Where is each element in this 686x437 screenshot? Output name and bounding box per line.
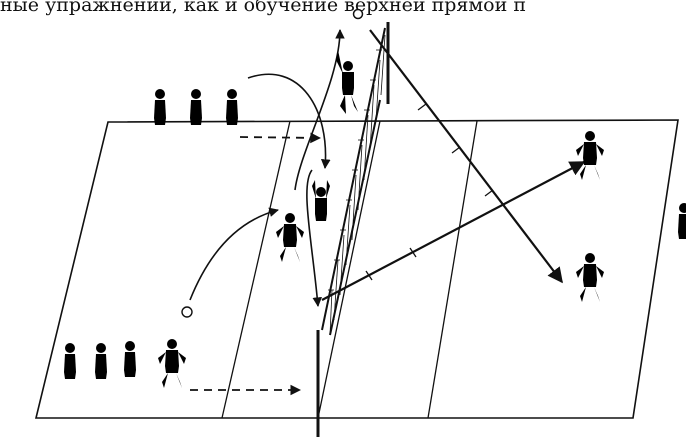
queue-player-top-3 (223, 89, 241, 140)
players (61, 50, 686, 394)
queue-player-top-2 (187, 89, 205, 140)
jumping-spiker (336, 50, 358, 114)
queue-player-bottom-2 (92, 343, 110, 394)
far-court-player-top (576, 131, 604, 180)
passer-player (276, 213, 304, 262)
ball (354, 10, 363, 19)
queue-player-bottom-3 (121, 341, 139, 392)
serving-player (158, 339, 186, 388)
net-mesh (328, 35, 385, 335)
spike-arrow (370, 30, 562, 282)
net-bottom-band (330, 100, 380, 335)
partial-player-edge (675, 203, 686, 254)
queue-player-bottom-1 (61, 343, 79, 394)
return-arrow (322, 162, 584, 300)
dashed-run-top (240, 137, 320, 138)
center-line (318, 121, 380, 418)
setter-player (312, 180, 330, 236)
arc-serve-to-passer (190, 210, 278, 300)
queue-player-top-1 (151, 89, 169, 140)
far-court-player-bottom (576, 253, 604, 302)
tick-marks (366, 104, 493, 280)
far-attack-line (428, 121, 477, 418)
near-attack-line (222, 121, 290, 418)
serving-ball (182, 307, 192, 317)
